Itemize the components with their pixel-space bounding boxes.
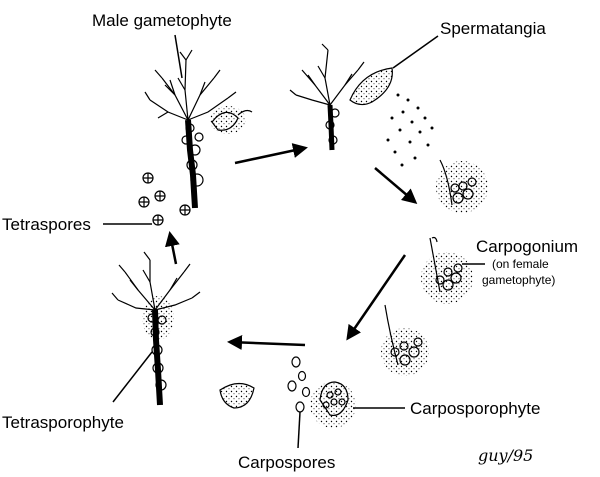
carpogonium-drawing [421, 236, 473, 304]
tetrasporophyte-drawing [111, 251, 201, 406]
male-gametophyte-drawing [144, 49, 253, 209]
tetraspores-drawing [138, 172, 191, 226]
label-carpogonium-note-2: gametophyte) [482, 273, 556, 287]
label-spermatangia: Spermatangia [440, 19, 546, 38]
label-carpogonium-note-1: (on female [492, 257, 549, 271]
spermatangia-drawing [289, 43, 393, 151]
label-carposporophyte: Carposporophyte [410, 399, 541, 418]
arrow-male-to-spermatangia [234, 143, 308, 165]
fertilization-drawing [436, 159, 488, 213]
carpospores-leader [297, 411, 301, 449]
label-male-gametophyte: Male gametophyte [92, 11, 232, 30]
label-tetraspores: Tetraspores [2, 215, 91, 234]
development-drawing [381, 304, 429, 376]
arrow-tetrasporophyte-to-tetraspores [164, 231, 180, 265]
spermatia-dots [386, 93, 434, 167]
label-carpogonium: Carpogonium [476, 237, 579, 256]
arrow-spermatangia-to-fertilization [374, 167, 418, 204]
male-gametophyte-leader [174, 34, 183, 79]
carposporophyte-drawing [310, 381, 356, 428]
arrow-carpogonium-to-carposporophyte [346, 254, 407, 341]
label-tetrasporophyte: Tetrasporophyte [2, 413, 124, 432]
arrow-carpospores-to-tetrasporophyte [227, 334, 306, 350]
label-carpospores: Carpospores [238, 453, 336, 472]
spermatangia-leader [392, 35, 439, 69]
cycle-arrows [164, 143, 418, 350]
carpospores-drawing [219, 356, 311, 413]
tetrasporophyte-leader [112, 351, 153, 403]
artist-signature: guy/95 [478, 446, 534, 465]
